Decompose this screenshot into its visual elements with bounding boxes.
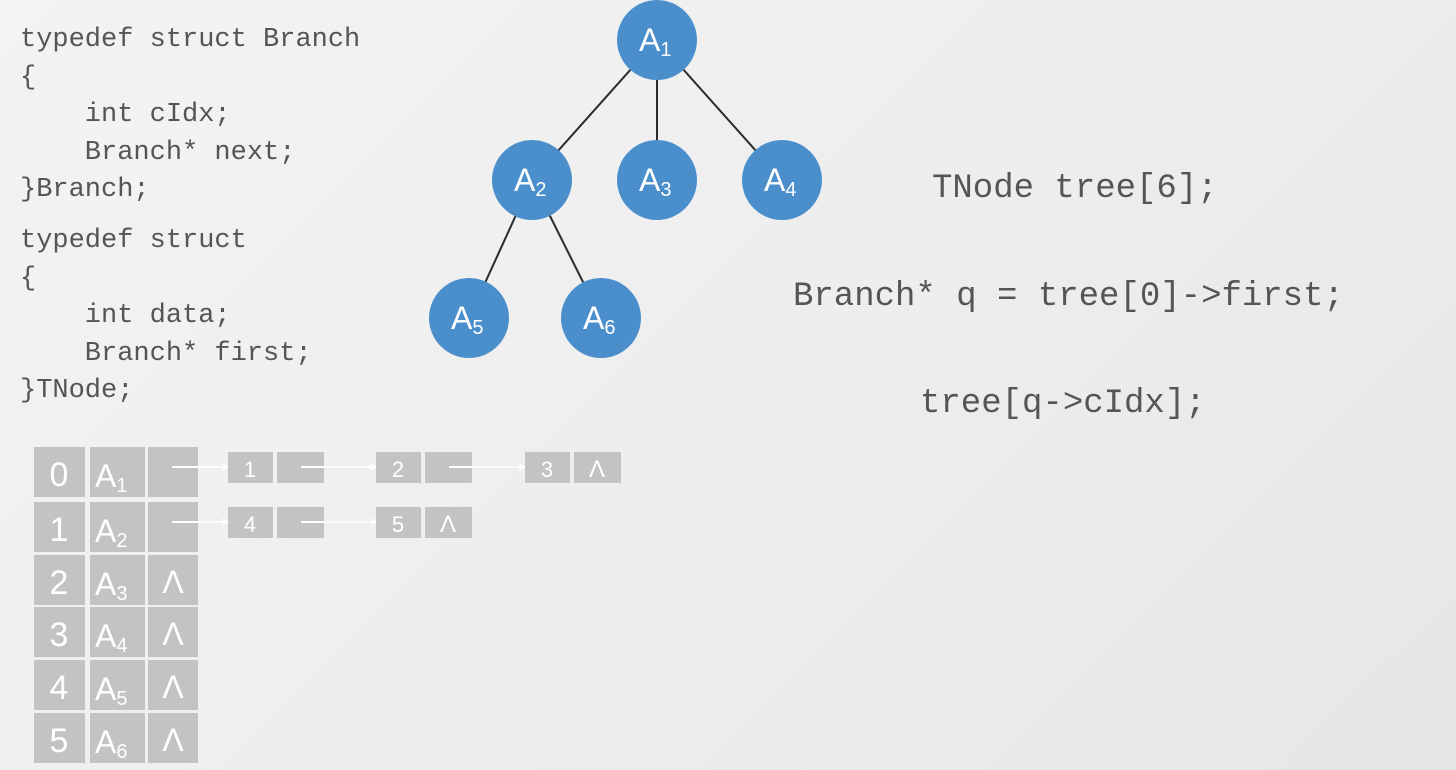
node-letter: A [583,300,605,336]
row-data: A2 [95,513,127,552]
svg-text:A5: A5 [451,300,483,339]
node-letter: A [514,162,536,198]
null-pointer: Λ [162,722,184,758]
row-index: 2 [50,564,69,602]
row-data: A6 [95,724,127,763]
tree-node-A2: A2 [492,140,572,220]
node-letter: A [639,162,661,198]
svg-text:A2: A2 [514,162,546,201]
tree-node-A1: A1 [617,0,697,80]
row-data: A5 [95,671,127,710]
tree-node-A3: A3 [617,140,697,220]
null-pointer: Λ [162,669,184,705]
tnode-struct-code: typedef struct { int data; Branch* first… [20,226,312,406]
branch-cidx: 5 [392,512,404,537]
branch-cidx: 3 [541,457,553,482]
statement-tree-declaration: TNode tree[6]; [932,170,1218,208]
node-subscript: 2 [535,179,546,201]
row-index: 3 [50,616,69,654]
row-index: 4 [50,669,69,707]
null-pointer: Λ [162,564,184,600]
table-row: 3 A4 Λ [34,607,198,657]
table-row: 4 A5 Λ [34,660,198,710]
svg-text:A4: A4 [764,162,796,201]
node-letter: A [764,162,786,198]
statement-tree-index: tree[q->cIdx]; [920,385,1206,423]
row-index: 1 [50,511,69,549]
tree-node-A6: A6 [561,278,641,358]
null-pointer: Λ [589,456,605,483]
node-subscript: 1 [660,39,671,61]
null-pointer: Λ [162,616,184,652]
node-subscript: 6 [604,317,615,339]
branch-cidx: 1 [244,457,256,482]
null-pointer: Λ [440,511,456,538]
row-index: 0 [50,456,69,494]
node-subscript: 3 [660,179,671,201]
branch-cidx: 4 [244,512,256,537]
tree-node-A4: A4 [742,140,822,220]
row-data: A3 [95,566,127,605]
table-row: 5 A6 Λ [34,713,198,763]
svg-text:A1: A1 [639,22,671,61]
node-letter: A [451,300,473,336]
tree-node-A5: A5 [429,278,509,358]
node-letter: A [639,22,661,58]
branch-node: 1 [228,452,324,483]
branch-node: 4 [228,507,324,538]
node-subscript: 5 [472,317,483,339]
branch-struct-code: typedef struct Branch { int cIdx; Branch… [20,25,361,205]
node-subscript: 4 [785,179,796,201]
statement-branch-pointer: Branch* q = tree[0]->first; [793,278,1344,316]
row-data: A1 [95,458,127,497]
branch-node: 2 [376,452,472,483]
row-index: 5 [50,722,69,760]
table-row: 2 A3 Λ [34,555,198,605]
branch-cidx: 2 [392,457,404,482]
row-data: A4 [95,618,127,657]
svg-text:A6: A6 [583,300,615,339]
svg-text:A3: A3 [639,162,671,201]
